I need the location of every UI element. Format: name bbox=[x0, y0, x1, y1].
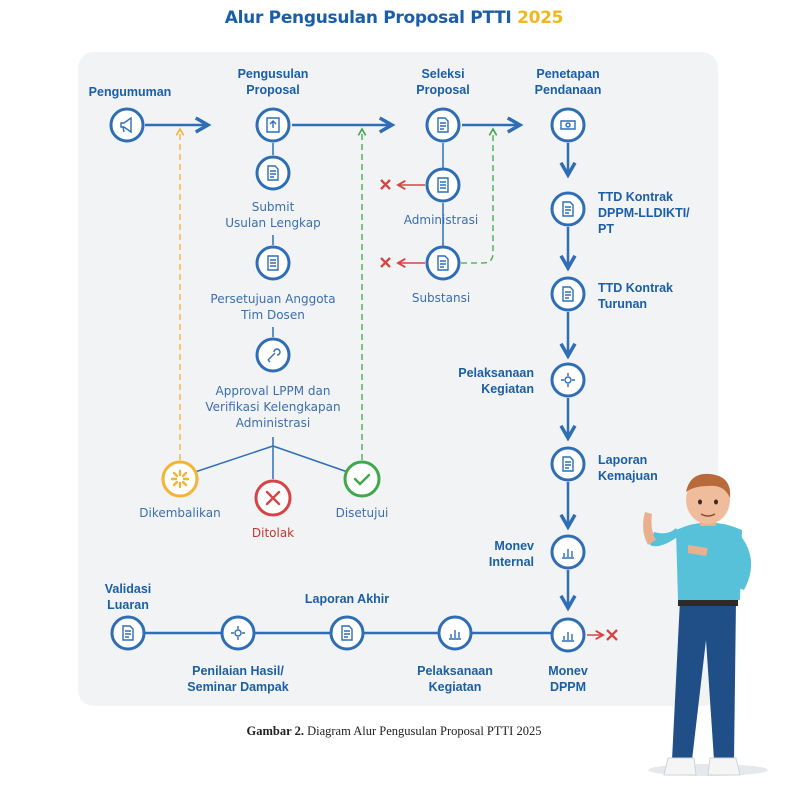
caption-text: Diagram Alur Pengusulan Proposal PTTI 20… bbox=[307, 724, 542, 738]
chart-icon bbox=[449, 630, 461, 640]
reject-administrasi bbox=[380, 179, 425, 191]
label-ttd-turunan: TTD Kontrak Turunan bbox=[598, 281, 673, 311]
list-icon bbox=[267, 255, 279, 271]
node-submit bbox=[255, 155, 291, 191]
label-seleksi-proposal: Seleksi Proposal bbox=[416, 67, 470, 97]
node-ditolak bbox=[254, 479, 292, 517]
node-administrasi bbox=[425, 167, 461, 203]
node-pengumuman bbox=[109, 107, 145, 143]
node-approval bbox=[255, 337, 291, 373]
label-pengumuman: Pengumuman bbox=[88, 85, 172, 99]
title-year: 2025 bbox=[517, 8, 564, 28]
doc-icon bbox=[562, 286, 574, 302]
node-penetapan bbox=[550, 107, 586, 143]
label-pelaksanaan-kegiatan-right: Pelaksanaan Kegiatan bbox=[458, 366, 534, 396]
label-pelaksanaan-kegiatan-bottom: Pelaksanaan Kegiatan bbox=[417, 664, 493, 694]
flow-nodes bbox=[109, 107, 586, 653]
label-validasi-luaran: Validasi Luaran bbox=[104, 582, 152, 612]
label-monev-dppm: Monev DPPM bbox=[548, 664, 588, 694]
node-persetujuan bbox=[255, 245, 291, 281]
node-pengusulan bbox=[255, 107, 291, 143]
label-approval: Approval LPPM dan Verifikasi Kelengkapan… bbox=[205, 384, 341, 430]
node-validasi bbox=[110, 615, 146, 651]
gear-icon bbox=[231, 626, 245, 640]
doc-icon bbox=[267, 165, 279, 181]
doc-icon bbox=[437, 255, 449, 271]
label-ttd-kontrak: TTD Kontrak DPPM-LLDIKTI/ PT bbox=[598, 190, 690, 236]
label-monev-internal: Monev Internal bbox=[488, 539, 534, 569]
node-ttd-kontrak bbox=[550, 191, 586, 227]
gear-icon bbox=[561, 373, 575, 387]
upload-icon bbox=[266, 117, 280, 133]
check-icon bbox=[353, 473, 371, 486]
money-icon bbox=[560, 120, 576, 130]
label-penilaian-hasil: Penilaian Hasil/ Seminar Dampak bbox=[187, 664, 289, 694]
key-icon bbox=[267, 348, 281, 363]
node-penilaian bbox=[220, 615, 256, 651]
list-icon bbox=[437, 177, 449, 193]
node-dikembalikan bbox=[161, 460, 199, 498]
node-ttd-turunan bbox=[550, 276, 586, 312]
sunburst-icon bbox=[170, 469, 190, 489]
node-seleksi bbox=[425, 107, 461, 143]
megaphone-icon bbox=[120, 116, 132, 134]
title-main: Alur Pengusulan Proposal PTTI bbox=[224, 8, 512, 28]
doc-icon bbox=[562, 456, 574, 472]
label-persetujuan: Persetujuan Anggota Tim Dosen bbox=[210, 292, 336, 322]
figure-caption: Gambar 2. Diagram Alur Pengusulan Propos… bbox=[0, 724, 788, 739]
label-penetapan-pendanaan: Penetapan Pendanaan bbox=[534, 67, 602, 97]
caption-label: Gambar 2. bbox=[246, 724, 304, 738]
doc-icon bbox=[341, 625, 353, 641]
presenter-illustration bbox=[643, 473, 768, 776]
reject-monev-dppm bbox=[587, 629, 618, 641]
close-icon bbox=[265, 490, 281, 506]
doc-icon bbox=[437, 117, 449, 133]
label-submit: Submit Usulan Lengkap bbox=[225, 200, 321, 230]
label-pengusulan-proposal: Pengusulan Proposal bbox=[237, 67, 309, 97]
substansi-forward-line bbox=[461, 127, 498, 264]
label-laporan-kemajuan: Laporan Kemajuan bbox=[598, 453, 658, 483]
page-title: Alur Pengusulan Proposal PTTI 2025 bbox=[0, 8, 788, 28]
node-disetujui bbox=[343, 460, 381, 498]
reject-substansi bbox=[380, 257, 425, 269]
label-dikembalikan: Dikembalikan bbox=[139, 506, 221, 520]
node-substansi bbox=[425, 245, 461, 281]
label-administrasi: Administrasi bbox=[403, 213, 479, 227]
node-monev-internal bbox=[550, 534, 586, 570]
label-disetujui: Disetujui bbox=[335, 506, 389, 520]
node-pelaksanaan-bottom bbox=[437, 615, 473, 651]
node-monev-dppm bbox=[550, 617, 586, 653]
node-laporan-akhir bbox=[329, 615, 365, 651]
node-pelaksanaan-right bbox=[550, 362, 586, 398]
label-ditolak: Ditolak bbox=[251, 526, 295, 540]
node-laporan-kemajuan bbox=[550, 446, 586, 482]
chart-icon bbox=[562, 549, 574, 559]
diagram-panel bbox=[78, 52, 718, 706]
label-laporan-akhir: Laporan Akhir bbox=[304, 592, 390, 606]
chart-icon bbox=[562, 632, 574, 642]
label-substansi: Substansi bbox=[411, 291, 471, 305]
doc-icon bbox=[122, 625, 134, 641]
doc-icon bbox=[562, 201, 574, 217]
